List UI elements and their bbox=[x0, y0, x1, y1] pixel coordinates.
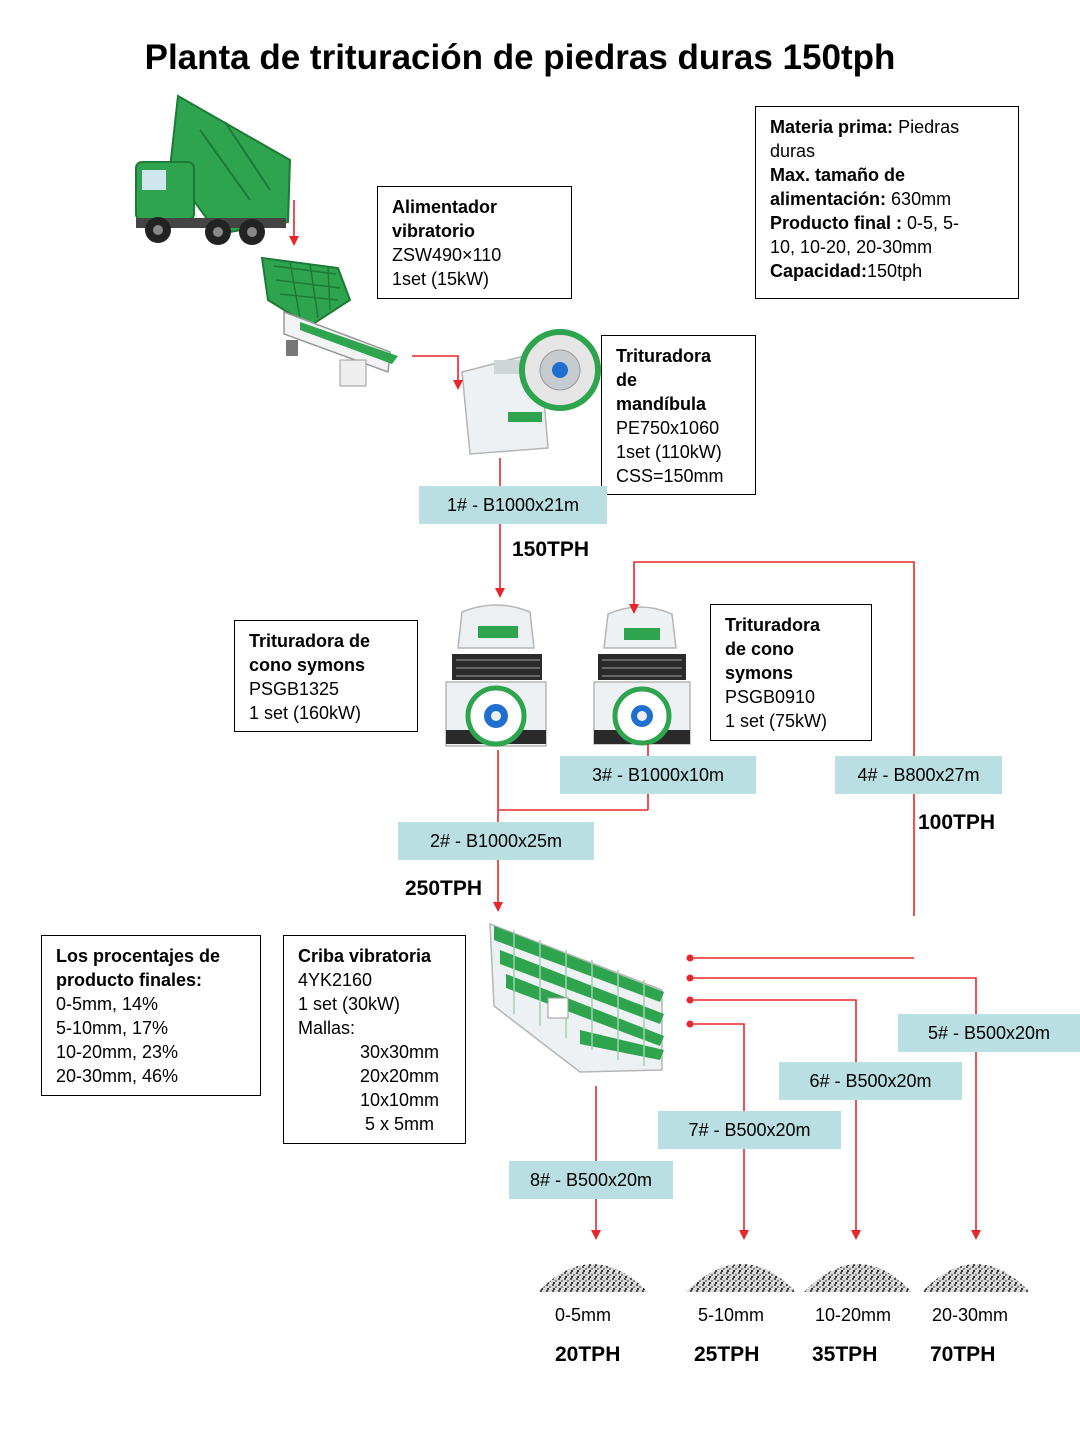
cone2-name-2: de cono bbox=[725, 639, 795, 659]
cone2-name-1: Trituradora bbox=[725, 615, 821, 635]
raw-material-value: Piedras bbox=[898, 117, 960, 137]
page-title: Planta de trituración de piedras duras 1… bbox=[144, 38, 896, 77]
vibrating-feeder-illustration bbox=[260, 256, 398, 387]
cone2-model: PSGB0910 bbox=[725, 687, 816, 707]
belt-label-1: 1# - B1000x21m bbox=[419, 486, 607, 524]
product-percentages-box: Los procentajes de producto finales: 0-5… bbox=[41, 935, 261, 1096]
percentage-item: 10-20mm, 23% bbox=[56, 1042, 179, 1062]
screen-mesh: 10x10mm bbox=[360, 1090, 440, 1110]
cone-crusher-1-illustration bbox=[445, 604, 547, 747]
belt-label-5: 5# - B500x20m bbox=[898, 1014, 1080, 1052]
flow-rate-150: 150TPH bbox=[512, 538, 590, 561]
cone1-name-2: cono symons bbox=[249, 655, 366, 675]
max-feed-value: 630mm bbox=[891, 189, 952, 209]
feeder-model: ZSW490×110 bbox=[392, 245, 502, 265]
product-output-rate: 25TPH bbox=[694, 1343, 760, 1366]
cone2-name-3: symons bbox=[725, 663, 794, 683]
belt-label-6: 6# - B500x20m bbox=[779, 1062, 962, 1100]
product-size-label: 5-10mm bbox=[698, 1305, 765, 1325]
flow-rate-100: 100TPH bbox=[918, 811, 996, 834]
raw-material-value-2: duras bbox=[770, 141, 816, 161]
feeder-qty: 1set (15kW) bbox=[392, 269, 490, 289]
screen-mesh: 5 x 5mm bbox=[360, 1114, 435, 1134]
arrow-return-to-cone2 bbox=[629, 561, 915, 916]
percentages-title-2: producto finales: bbox=[56, 970, 203, 990]
feeder-info-box: Alimentador vibratorio ZSW490×110 1set (… bbox=[377, 186, 572, 299]
product-size-label: 20-30mm bbox=[932, 1305, 1009, 1325]
cone-crusher-1-info-box: Trituradora de cono symons PSGB1325 1 se… bbox=[234, 620, 418, 732]
belt-label-4: 4# - B800x27m bbox=[835, 756, 1002, 794]
jaw-css: CSS=150mm bbox=[616, 466, 724, 486]
belt-label-8: 8# - B500x20m bbox=[509, 1161, 673, 1199]
dump-truck-illustration bbox=[135, 94, 292, 245]
percentage-item: 5-10mm, 17% bbox=[56, 1018, 169, 1038]
screen-model: 4YK2160 bbox=[298, 970, 373, 990]
cone1-qty: 1 set (160kW) bbox=[249, 703, 362, 723]
max-feed-label-1: Max. tamaño de bbox=[770, 165, 906, 185]
raw-material-label: Materia prima: bbox=[770, 117, 894, 137]
max-feed-label-2: alimentación: bbox=[770, 189, 887, 209]
product-pile-0-5 bbox=[538, 1264, 648, 1292]
percentage-item: 20-30mm, 46% bbox=[56, 1066, 179, 1086]
product-pile-10-20 bbox=[804, 1264, 912, 1292]
product-output-rate: 35TPH bbox=[812, 1343, 878, 1366]
jaw-qty: 1set (110kW) bbox=[616, 442, 722, 462]
product-pile-20-30 bbox=[922, 1264, 1030, 1292]
product-size-label: 0-5mm bbox=[555, 1305, 612, 1325]
cone-crusher-2-illustration bbox=[593, 606, 691, 746]
jaw-crusher-illustration bbox=[461, 329, 601, 455]
vibrating-screen-illustration bbox=[489, 922, 664, 1073]
jaw-name-1: Trituradora bbox=[616, 346, 712, 366]
arrow-feeder-to-jaw bbox=[412, 355, 463, 390]
arrow-screen-10-20 bbox=[690, 999, 861, 1240]
cone-crusher-2-info-box: Trituradora de cono symons PSGB0910 1 se… bbox=[710, 604, 872, 741]
feeder-name-2: vibratorio bbox=[392, 221, 476, 241]
product-output-rate: 20TPH bbox=[555, 1343, 621, 1366]
arrow-screen-5-10 bbox=[690, 1023, 749, 1240]
belt-label-7: 7# - B500x20m bbox=[658, 1111, 841, 1149]
product-pile-5-10 bbox=[686, 1264, 796, 1292]
product-output-rate: 70TPH bbox=[930, 1343, 996, 1366]
cone1-name-1: Trituradora de bbox=[249, 631, 371, 651]
screen-qty: 1 set (30kW) bbox=[298, 994, 401, 1014]
raw-material-info-box: Materia prima: Piedras duras Max. tamaño… bbox=[755, 106, 1019, 299]
arrow-screen-20-30 bbox=[690, 977, 981, 1240]
final-product-value: 0-5, 5- bbox=[907, 213, 960, 233]
screen-mesh-label: Mallas: bbox=[298, 1018, 356, 1038]
feeder-name-1: Alimentador bbox=[392, 197, 498, 217]
cone1-model: PSGB1325 bbox=[249, 679, 340, 699]
jaw-crusher-info-box: Trituradora de mandíbula PE750x1060 1set… bbox=[601, 335, 756, 495]
product-size-label: 10-20mm bbox=[815, 1305, 892, 1325]
percentage-item: 0-5mm, 14% bbox=[56, 994, 159, 1014]
final-product-label: Producto final : bbox=[770, 213, 902, 233]
belt-label-3: 3# - B1000x10m bbox=[560, 756, 756, 794]
screen-mesh: 30x30mm bbox=[360, 1042, 440, 1062]
percentages-title-1: Los procentajes de bbox=[56, 946, 221, 966]
jaw-model: PE750x1060 bbox=[616, 418, 720, 438]
screen-mesh: 20x20mm bbox=[360, 1066, 440, 1086]
jaw-name-2: de bbox=[616, 370, 638, 390]
flow-rate-250: 250TPH bbox=[405, 877, 483, 900]
belt-label-2: 2# - B1000x25m bbox=[398, 822, 594, 860]
screen-name: Criba vibratoria bbox=[298, 946, 432, 966]
jaw-name-3: mandíbula bbox=[616, 394, 707, 414]
capacity-value: 150tph bbox=[867, 261, 923, 281]
cone2-qty: 1 set (75kW) bbox=[725, 711, 828, 731]
vibrating-screen-info-box: Criba vibratoria 4YK2160 1 set (30kW) Ma… bbox=[283, 935, 466, 1144]
final-product-value-2: 10, 10-20, 20-30mm bbox=[770, 237, 933, 257]
capacity-label: Capacidad: bbox=[770, 261, 868, 281]
